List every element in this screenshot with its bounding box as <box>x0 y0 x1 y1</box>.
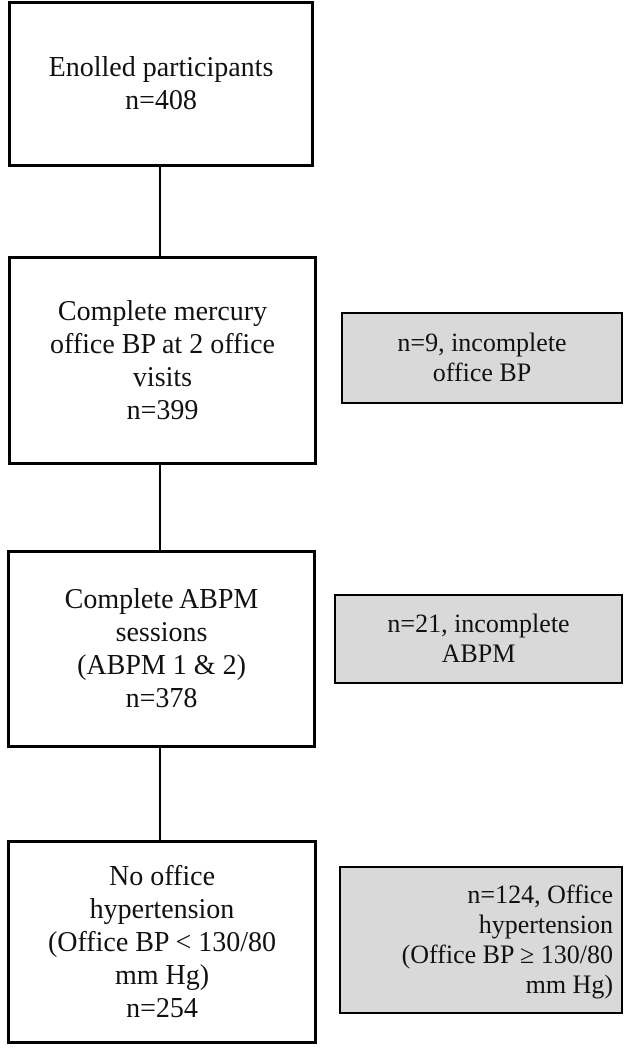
no-htn-line-1: No office <box>109 860 215 892</box>
connector-2 <box>159 465 161 550</box>
abpm-line-3: (ABPM 1 & 2) <box>77 650 246 681</box>
excluded-abpm-box: n=21, incomplete ABPM <box>334 594 623 684</box>
excluded-htn-line-4: mm Hg) <box>525 970 613 999</box>
enrolled-count: n=408 <box>125 85 197 116</box>
enrolled-line-1: Enolled participants <box>48 52 274 83</box>
office-bp-box: Complete mercury office BP at 2 office v… <box>8 256 317 465</box>
office-bp-line-2: office BP at 2 office <box>50 328 275 360</box>
excluded-htn-line-2: hypertension <box>478 910 613 939</box>
abpm-count: n=378 <box>125 683 198 714</box>
no-htn-line-3: (Office BP < 130/80 <box>47 926 277 958</box>
abpm-line-2: sessions <box>115 617 208 648</box>
connector-1 <box>159 166 161 256</box>
abpm-line-1: Complete ABPM <box>64 584 259 615</box>
excluded-abpm-line-2: ABPM <box>441 639 516 668</box>
excluded-abpm-line-1: n=21, incomplete <box>387 609 570 638</box>
excluded-office-bp-line-2: office BP <box>432 358 532 387</box>
office-bp-line-3: visits <box>132 361 193 393</box>
office-bp-line-1: Complete mercury <box>57 295 268 327</box>
connector-3 <box>159 748 161 840</box>
no-htn-line-2: hypertension <box>89 893 235 925</box>
excluded-hypertension-box: n=124, Office hypertension (Office BP ≥ … <box>339 866 623 1014</box>
no-htn-line-4: mm Hg) <box>114 959 210 991</box>
enrolled-participants-box: Enolled participants n=408 <box>8 1 314 167</box>
excluded-htn-line-1: n=124, Office <box>467 880 613 909</box>
abpm-box: Complete ABPM sessions (ABPM 1 & 2) n=37… <box>7 550 316 748</box>
excluded-office-bp-box: n=9, incomplete office BP <box>341 312 623 404</box>
no-htn-count: n=254 <box>126 992 198 1024</box>
excluded-htn-line-3: (Office BP ≥ 130/80 <box>401 940 613 969</box>
no-hypertension-box: No office hypertension (Office BP < 130/… <box>7 840 317 1044</box>
office-bp-count: n=399 <box>126 394 199 426</box>
excluded-office-bp-line-1: n=9, incomplete <box>397 328 567 357</box>
